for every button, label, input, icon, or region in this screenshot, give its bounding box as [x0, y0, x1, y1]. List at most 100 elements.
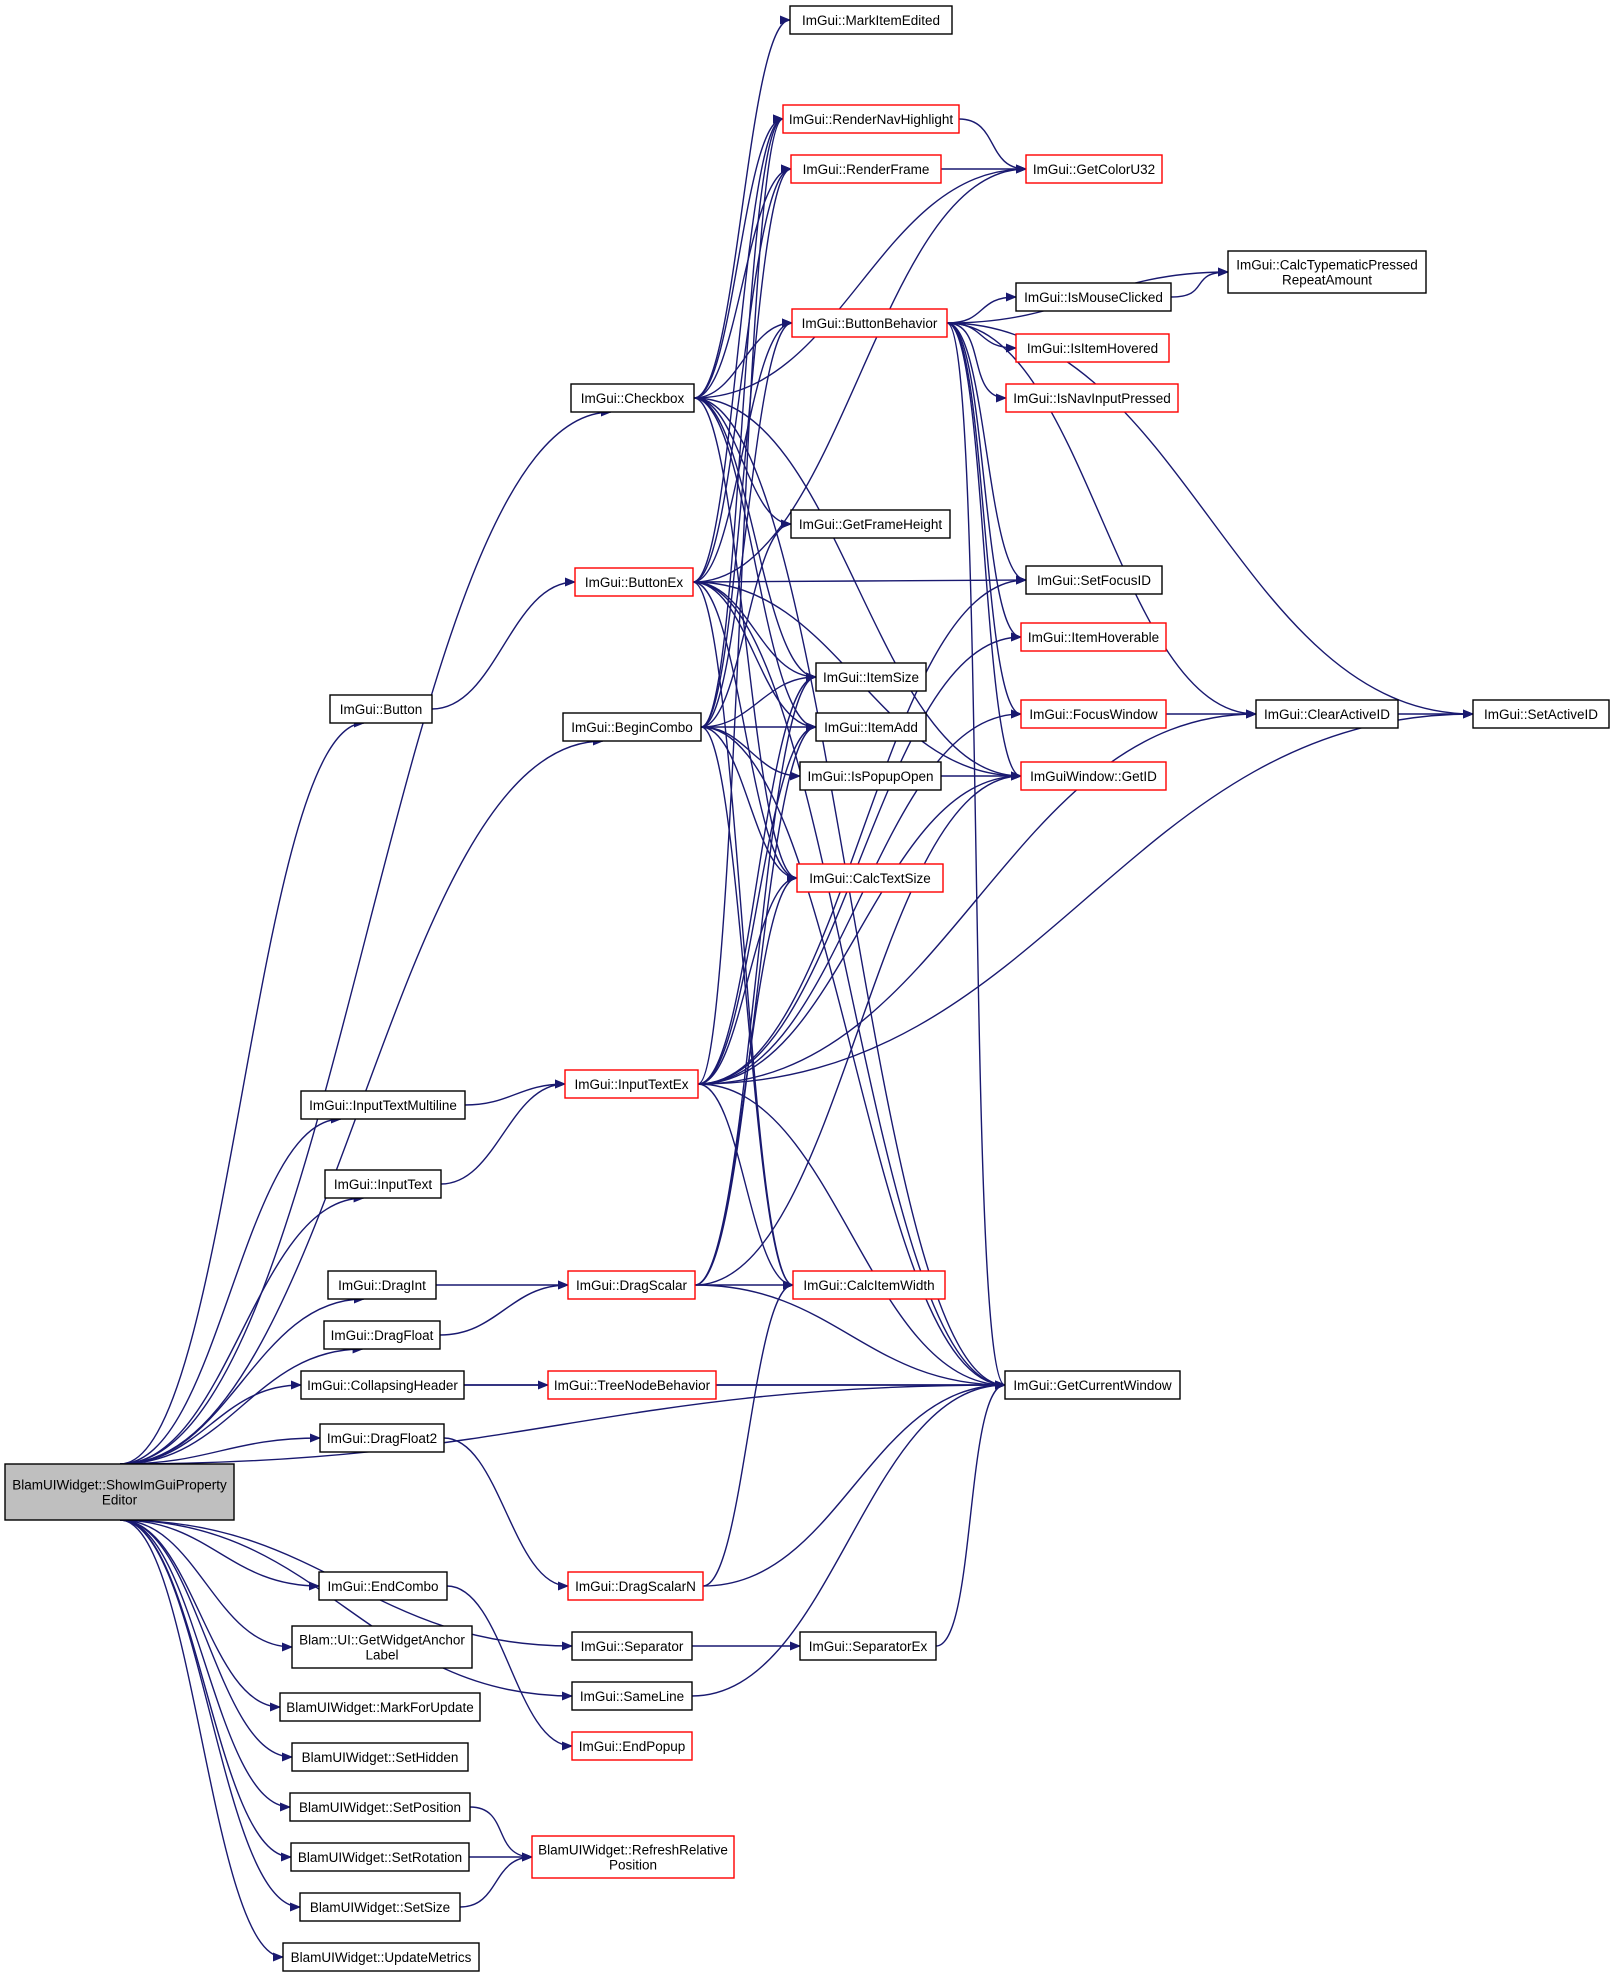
node-label: ImGuiWindow::GetID: [1030, 769, 1157, 784]
node-GetCurrentWindow[interactable]: ImGui::GetCurrentWindow: [1004, 1370, 1181, 1400]
node-box: [796, 863, 944, 893]
call-edge-root-to-InputText: [119, 1193, 365, 1465]
node-CollapsingHeader[interactable]: ImGui::CollapsingHeader: [300, 1370, 465, 1400]
node-GetColorU32[interactable]: ImGui::GetColorU32: [1025, 154, 1163, 184]
call-edge-InputTextEx-to-SetActiveID: [697, 709, 1475, 1085]
node-box: [1020, 622, 1167, 652]
node-UpdateMetrics[interactable]: BlamUIWidget::UpdateMetrics: [282, 1942, 480, 1972]
node-label: ImGui::ButtonBehavior: [802, 316, 938, 331]
node-Button[interactable]: ImGui::Button: [329, 694, 433, 724]
call-edge-Checkbox-to-ItemSize: [693, 397, 818, 682]
node-FocusWindow[interactable]: ImGui::FocusWindow: [1020, 699, 1167, 729]
node-IsMouseClicked[interactable]: ImGui::IsMouseClicked: [1015, 282, 1172, 312]
node-box: [567, 1571, 704, 1601]
call-edge-ButtonEx-to-ItemAdd: [692, 581, 818, 732]
node-InputText[interactable]: ImGui::InputText: [324, 1169, 442, 1199]
call-edge-ButtonBehavior-to-GetCurrentWindow: [946, 322, 1007, 1390]
node-box: [564, 1069, 699, 1099]
node-CalcTextSize[interactable]: ImGui::CalcTextSize: [796, 863, 944, 893]
node-box: [279, 1692, 481, 1722]
node-DragInt[interactable]: ImGui::DragInt: [327, 1270, 437, 1300]
call-edge-root-to-DragFloat: [119, 1344, 364, 1465]
node-DragScalar[interactable]: ImGui::DragScalar: [567, 1270, 696, 1300]
call-edge-ButtonBehavior-to-SetFocusID: [946, 322, 1028, 585]
node-label: ImGui::SetFocusID: [1037, 573, 1151, 588]
call-edge-Checkbox-to-ItemAdd: [693, 397, 818, 732]
node-SetHidden[interactable]: BlamUIWidget::SetHidden: [291, 1742, 469, 1772]
node-TreeNodeBehavior[interactable]: ImGui::TreeNodeBehavior: [547, 1370, 717, 1400]
node-label: ImGui::SetActiveID: [1484, 707, 1598, 722]
node-label: ImGui::CalcTypematicPressed: [1236, 258, 1418, 273]
call-edge-root-to-DragInt: [119, 1294, 366, 1465]
node-Separator[interactable]: ImGui::Separator: [571, 1631, 693, 1661]
node-IsItemHovered[interactable]: ImGui::IsItemHovered: [1015, 333, 1170, 363]
call-edge-ButtonEx-to-GetCurrentWindow: [692, 581, 1007, 1390]
node-SetPosition[interactable]: BlamUIWidget::SetPosition: [289, 1792, 471, 1822]
node-DragFloat[interactable]: ImGui::DragFloat: [323, 1320, 441, 1350]
node-IsPopupOpen[interactable]: ImGui::IsPopupOpen: [799, 761, 942, 791]
node-ItemHoverable[interactable]: ImGui::ItemHoverable: [1020, 622, 1167, 652]
node-ClearActiveID[interactable]: ImGui::ClearActiveID: [1255, 699, 1399, 729]
node-label: ImGui::SameLine: [580, 1689, 684, 1704]
node-DragScalarN[interactable]: ImGui::DragScalarN: [567, 1571, 704, 1601]
call-edge-SeparatorEx-to-GetCurrentWindow: [935, 1380, 1007, 1647]
node-SetSize[interactable]: BlamUIWidget::SetSize: [299, 1892, 461, 1922]
node-MarkItemEdited[interactable]: ImGui::MarkItemEdited: [789, 5, 953, 35]
node-label: ImGui::Checkbox: [581, 391, 685, 406]
node-RenderNavHighlight[interactable]: ImGui::RenderNavHighlight: [782, 104, 960, 134]
node-RenderFrame[interactable]: ImGui::RenderFrame: [790, 154, 942, 184]
call-edge-Checkbox-to-RenderFrame: [693, 164, 793, 399]
call-edge-BeginCombo-to-CalcTextSize: [700, 726, 799, 883]
node-GetFrameHeight[interactable]: ImGui::GetFrameHeight: [790, 509, 951, 539]
node-box: [799, 761, 942, 791]
node-label: ImGui::BeginCombo: [571, 720, 693, 735]
call-edge-ButtonBehavior-to-GetID: [946, 322, 1023, 781]
node-label: ImGui::ItemAdd: [824, 720, 918, 735]
node-box: [1015, 282, 1172, 312]
node-ButtonBehavior[interactable]: ImGui::ButtonBehavior: [791, 308, 948, 338]
node-InputTextMultiline[interactable]: ImGui::InputTextMultiline: [300, 1090, 466, 1120]
call-edge-root-to-EndCombo: [119, 1519, 321, 1591]
node-label: ImGui::EndPopup: [579, 1739, 686, 1754]
node-EndCombo[interactable]: ImGui::EndCombo: [318, 1571, 448, 1601]
node-box: [300, 1370, 465, 1400]
call-edge-InputText-to-InputTextEx: [440, 1079, 567, 1185]
call-edge-root-to-GetCurrentWindow: [119, 1380, 1007, 1465]
node-ItemSize[interactable]: ImGui::ItemSize: [815, 662, 927, 692]
call-edge-DragScalar-to-ItemSize: [694, 672, 818, 1286]
node-ItemAdd[interactable]: ImGui::ItemAdd: [815, 712, 927, 742]
node-ButtonEx[interactable]: ImGui::ButtonEx: [574, 567, 694, 597]
node-GetID[interactable]: ImGuiWindow::GetID: [1020, 761, 1167, 791]
node-SetFocusID[interactable]: ImGui::SetFocusID: [1025, 565, 1163, 595]
node-SetActiveID[interactable]: ImGui::SetActiveID: [1472, 699, 1610, 729]
node-Checkbox[interactable]: ImGui::Checkbox: [570, 383, 695, 413]
node-DragFloat2[interactable]: ImGui::DragFloat2: [319, 1423, 445, 1453]
node-InputTextEx[interactable]: ImGui::InputTextEx: [564, 1069, 699, 1099]
node-box: [571, 1681, 693, 1711]
node-box: [567, 1270, 696, 1300]
node-label: ImGui::RenderFrame: [803, 162, 930, 177]
node-CalcItemWidth[interactable]: ImGui::CalcItemWidth: [792, 1270, 946, 1300]
call-edge-InputTextEx-to-CalcItemWidth: [697, 1083, 795, 1290]
node-SameLine[interactable]: ImGui::SameLine: [571, 1681, 693, 1711]
node-SetRotation[interactable]: BlamUIWidget::SetRotation: [290, 1842, 470, 1872]
node-EndPopup[interactable]: ImGui::EndPopup: [571, 1731, 693, 1761]
node-IsNavInputPressed[interactable]: ImGui::IsNavInputPressed: [1005, 383, 1179, 413]
call-edge-Checkbox-to-RenderNavHighlight: [693, 114, 785, 399]
node-BeginCombo[interactable]: ImGui::BeginCombo: [562, 712, 702, 742]
call-edge-InputTextEx-to-GetCurrentWindow: [697, 1083, 1007, 1390]
call-edge-InputTextEx-to-ItemSize: [697, 672, 818, 1085]
call-edge-InputTextEx-to-SetFocusID: [697, 575, 1028, 1085]
node-label: ImGui::DragInt: [338, 1278, 426, 1293]
node-box: [327, 1270, 437, 1300]
node-MarkForUpdate[interactable]: BlamUIWidget::MarkForUpdate: [279, 1692, 481, 1722]
node-box: [299, 1892, 461, 1922]
call-edge-ButtonBehavior-to-SetActiveID: [946, 322, 1475, 719]
node-box: [815, 712, 927, 742]
node-SeparatorEx[interactable]: ImGui::SeparatorEx: [799, 1631, 937, 1661]
node-label: ImGui::GetColorU32: [1033, 162, 1155, 177]
